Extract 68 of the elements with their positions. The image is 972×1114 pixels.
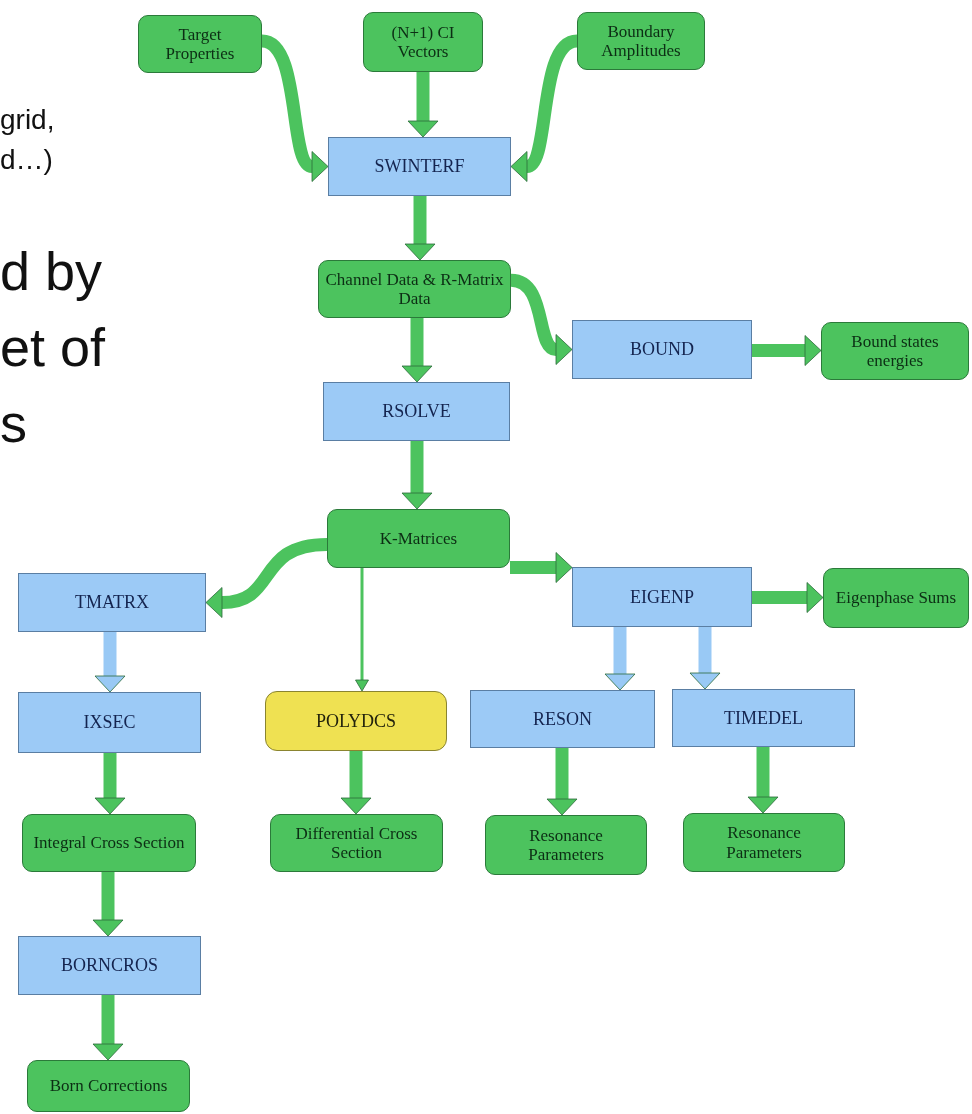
data-box	[821, 322, 969, 380]
box-label: TMATRX	[75, 592, 149, 613]
box-label: SWINTERF	[374, 156, 465, 177]
arrow	[260, 34, 327, 181]
box-label: BORNCROS	[61, 955, 158, 976]
data-box	[270, 814, 443, 872]
program-box	[470, 690, 655, 748]
arrow	[752, 335, 822, 366]
arrow	[94, 753, 126, 815]
arrow	[689, 627, 721, 690]
data-box	[363, 12, 483, 72]
box-label: BOUND	[630, 339, 694, 360]
data-box	[327, 509, 510, 568]
box-label: Integral Cross Section	[33, 833, 185, 853]
box-label: Born Corrections	[49, 1076, 168, 1096]
program-box	[265, 691, 447, 751]
data-box	[577, 12, 705, 70]
box-label: TIMEDEL	[724, 707, 803, 729]
arrow	[340, 751, 372, 815]
box-label: Channel Data & R-Matrix Data	[324, 269, 505, 309]
arrow	[355, 568, 369, 692]
program-box	[18, 936, 201, 995]
slide-text: d…)	[0, 146, 53, 174]
slide-text: grid,	[0, 106, 55, 134]
box-label: Boundary Amplitudes	[600, 21, 682, 61]
arrow	[510, 552, 573, 583]
arrow	[546, 748, 578, 816]
slide-text: s	[0, 396, 27, 450]
arrow	[404, 196, 436, 261]
arrow	[752, 582, 824, 613]
data-box	[318, 260, 511, 318]
data-box	[27, 1060, 190, 1112]
box-label: Bound states energies	[850, 331, 940, 371]
slide-text: et of	[0, 320, 106, 374]
box-label: Resonance Parameters	[725, 823, 803, 862]
box-label: EIGENP	[630, 586, 694, 608]
program-box	[672, 689, 855, 747]
program-box	[572, 320, 752, 379]
arrow	[407, 72, 439, 138]
arrow	[509, 273, 572, 365]
program-box	[323, 382, 510, 441]
data-box	[823, 568, 969, 628]
box-label: Target Properties	[164, 24, 236, 64]
box-label: K-Matrices	[379, 529, 458, 548]
arrow	[401, 441, 433, 510]
box-label: Differential Cross Section	[294, 823, 419, 863]
program-box	[18, 692, 201, 753]
box-label: POLYDCS	[315, 710, 397, 732]
box-label: RSOLVE	[382, 401, 451, 422]
data-box	[485, 815, 647, 875]
data-box	[683, 813, 845, 872]
arrow	[604, 627, 636, 691]
arrow	[92, 995, 124, 1061]
box-label: RESON	[533, 708, 592, 730]
arrow	[401, 318, 433, 383]
arrow	[512, 34, 579, 181]
box-label: IXSEC	[83, 712, 136, 733]
box-label: (N+1) CI Vectors	[390, 22, 456, 62]
arrow	[94, 632, 126, 693]
box-label: Eigenphase Sums	[835, 588, 957, 608]
data-box	[22, 814, 196, 872]
program-box	[328, 137, 511, 196]
arrow	[747, 747, 779, 814]
arrow	[92, 872, 124, 937]
box-label: Resonance Parameters	[527, 825, 605, 865]
program-box	[572, 567, 752, 627]
data-box	[138, 15, 262, 73]
program-box	[18, 573, 206, 632]
